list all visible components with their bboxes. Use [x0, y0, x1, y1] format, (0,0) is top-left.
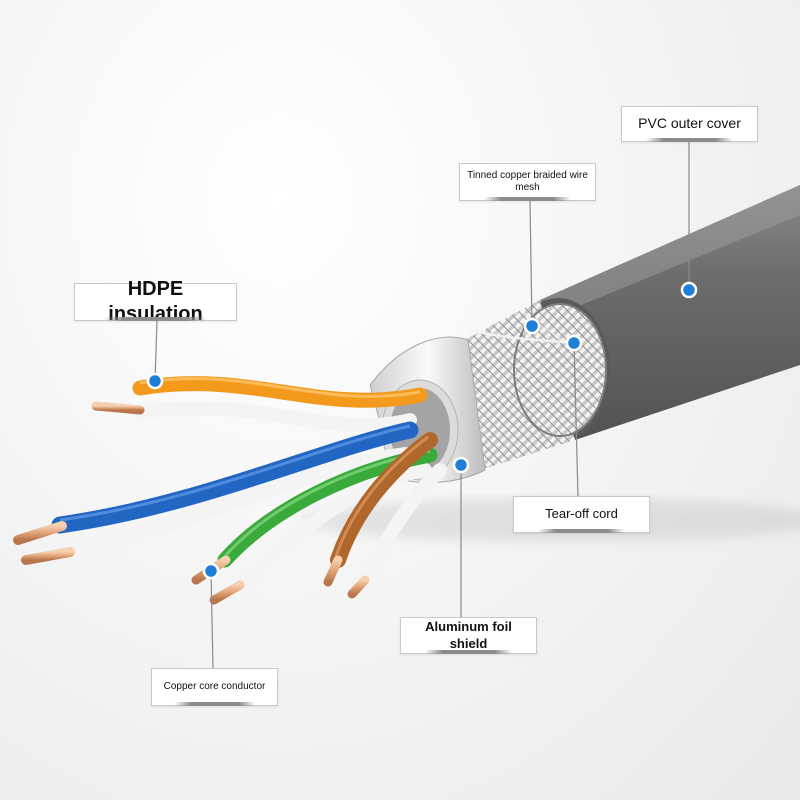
label-tear-off-cord-text: Tear-off cord — [545, 506, 618, 522]
marker-pvc — [680, 281, 698, 299]
label-aluminum-foil-shield: Aluminum foil shield — [400, 617, 537, 654]
label-hdpe-insulation: HDPE insulation — [74, 278, 237, 325]
label-hdpe-insulation-text: HDPE insulation — [108, 278, 203, 325]
marker-dots — [146, 281, 698, 580]
brown-pair-white — [358, 463, 447, 587]
marker-tear — [565, 334, 583, 352]
orange-pair — [132, 376, 428, 408]
leader-copper — [210, 570, 214, 669]
label-tinned-copper-braid-text: Tinned copper braided wire mesh — [467, 169, 588, 194]
twisted-pairs — [51, 376, 447, 592]
leader-tear — [573, 342, 579, 497]
label-pvc-outer-cover: PVC outer cover — [621, 106, 758, 142]
marker-foil — [452, 456, 470, 474]
blue-pair-white — [62, 447, 413, 560]
marker-braid — [523, 317, 541, 335]
brown-pair — [330, 432, 438, 568]
label-tear-off-cord: Tear-off cord — [513, 496, 650, 533]
leader-hdpe — [154, 320, 158, 382]
label-copper-core-conductor: Copper core conductor — [151, 668, 278, 706]
marker-hdpe — [146, 372, 164, 390]
tear-off-cord — [469, 328, 576, 345]
leader-lines — [154, 142, 690, 669]
copper-conductors — [13, 383, 370, 605]
label-pvc-outer-cover-text: PVC outer cover — [638, 115, 741, 132]
label-copper-core-conductor-text: Copper core conductor — [163, 680, 266, 692]
label-aluminum-foil-shield-text: Aluminum foil shield — [425, 619, 512, 651]
label-tinned-copper-braid: Tinned copper braided wire mesh — [459, 163, 596, 201]
orange-pair-white — [133, 401, 417, 433]
leader-braid — [529, 200, 533, 327]
marker-copper — [202, 562, 220, 580]
blue-pair — [51, 421, 419, 534]
